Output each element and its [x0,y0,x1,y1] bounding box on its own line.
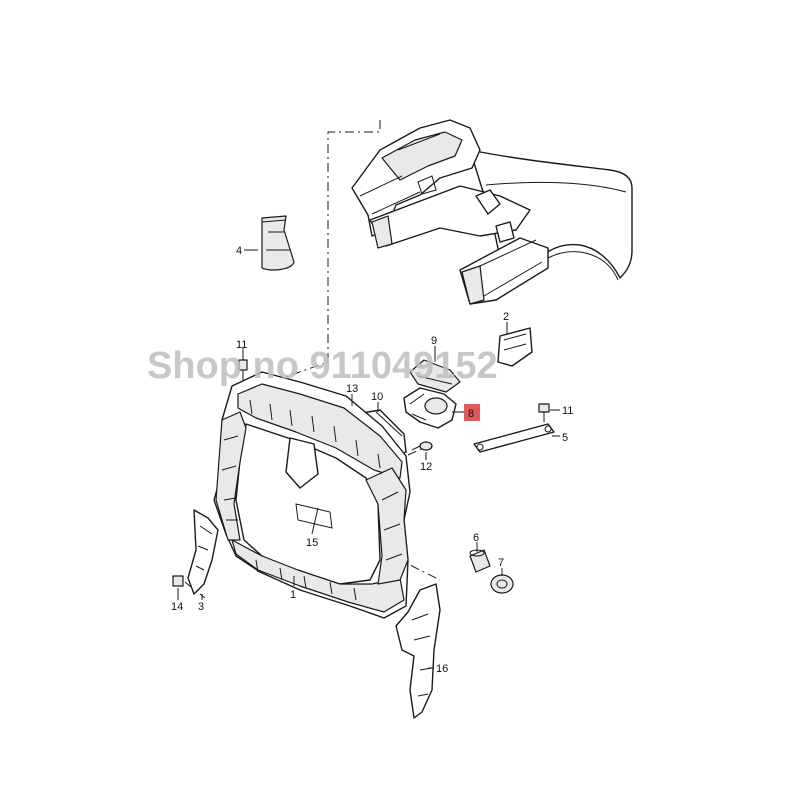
callout-1: 1 [290,589,296,601]
callout-9: 9 [431,335,437,347]
callout-3: 3 [198,601,204,613]
air-guide-part-3 [187,509,219,595]
bracket-part-2 [497,327,533,367]
callout-13: 13 [346,383,358,395]
grommet-part-7 [490,574,514,594]
callouts: 1 2 3 4 5 6 7 8 9 10 11 11 12 13 14 15 1… [171,245,573,675]
callout-4: 4 [236,245,242,257]
callout-8-highlight [464,404,480,421]
shop-watermark: Shop no 911049152 [147,345,498,387]
air-guide-part-16 [395,583,441,719]
leader-lines [177,249,560,669]
strut-part-5 [473,423,555,453]
guide-part-8 [403,387,457,429]
callout-16: 16 [436,663,448,675]
bracket-part-9 [409,359,461,393]
callout-2: 2 [503,311,509,323]
callout-14: 14 [171,601,183,613]
front-carrier-part-1 [213,371,411,619]
callout-11-top: 11 [236,339,247,351]
nut-part-14 [172,575,184,587]
body-structure [351,119,633,305]
callout-5: 5 [562,432,568,444]
callout-12: 12 [420,461,432,473]
callout-6: 6 [473,532,479,544]
callout-8: 8 [468,408,474,420]
bolt-part-12 [411,441,433,451]
callout-11-right: 11 [562,405,573,417]
bushing-part-6 [469,549,491,573]
callout-7: 7 [498,557,504,569]
callout-15: 15 [306,537,318,549]
bolt-part-11-right [538,403,550,422]
boot-part [261,215,295,271]
callout-10: 10 [371,391,383,403]
